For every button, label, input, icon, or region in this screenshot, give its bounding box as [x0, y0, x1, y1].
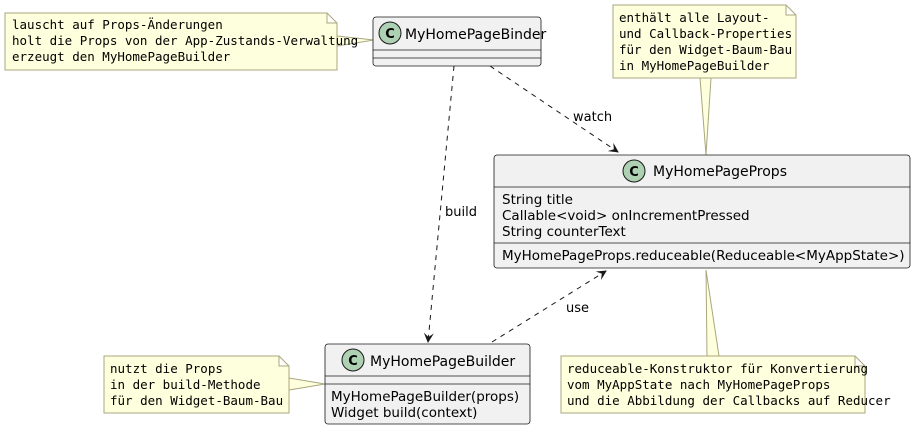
note-reducer-line-2: vom MyAppState nach MyHomePageProps: [567, 377, 830, 392]
class-my-home-page-props[interactable]: C MyHomePageProps String title Callable<…: [493, 154, 911, 269]
note-props-line-2: und Callback-Properties: [619, 26, 792, 41]
edge-use-label: use: [566, 301, 589, 316]
class-binder-box: [372, 16, 542, 67]
note-builder-line-2: in der build-Methode: [110, 377, 261, 392]
note-reducer: reduceable-Konstruktor für Konvertierung…: [560, 269, 891, 414]
class-props-method-1: MyHomePageProps.reduceable(Reduceable<My…: [502, 248, 905, 264]
note-binder: lauscht auf Props-Änderungen holt die Pr…: [4, 12, 375, 71]
edge-build: build: [423, 65, 477, 343]
class-my-home-page-builder[interactable]: C MyHomePageBuilder MyHomePageBuilder(pr…: [324, 343, 531, 425]
class-builder-method-1: MyHomePageBuilder(props): [331, 389, 519, 405]
note-binder-line-1: lauscht auf Props-Änderungen: [12, 17, 223, 32]
note-builder-line-1: nutzt die Props: [110, 361, 223, 376]
edge-use: use: [491, 270, 607, 343]
note-binder-line-3: erzeugt den MyHomePageBuilder: [12, 49, 231, 64]
note-props-line-3: für den Widget-Baum-Bau: [619, 42, 792, 57]
class-c-icon-letter: C: [629, 165, 639, 180]
note-binder-line-2: holt die Props von der App-Zustands-Verw…: [12, 33, 358, 48]
note-props-connector: [699, 77, 712, 156]
note-reducer-connector: [705, 269, 720, 357]
edge-watch-label: watch: [573, 110, 612, 125]
class-c-icon: [341, 348, 365, 372]
class-c-icon: [622, 159, 646, 183]
note-props: enthält alle Layout- und Callback-Proper…: [612, 4, 797, 156]
note-builder: nutzt die Props in der build-Methode für…: [103, 355, 326, 414]
note-builder-connector: [288, 377, 326, 391]
class-props-field-3: String counterText: [502, 224, 626, 240]
note-reducer-line-3: und die Abbildung der Callbacks auf Redu…: [567, 393, 891, 408]
class-builder-method-2: Widget build(context): [331, 405, 477, 421]
class-builder-name: MyHomePageBuilder: [370, 354, 515, 370]
note-reducer-line-1: reduceable-Konstruktor für Konvertierung: [567, 361, 868, 376]
edge-use-line: [491, 270, 607, 343]
class-props-field-2: Callable<void> onIncrementPressed: [502, 208, 750, 224]
note-props-line-4: in MyHomePageBuilder: [619, 58, 770, 73]
class-props-name: MyHomePageProps: [653, 164, 787, 180]
note-builder-line-3: für den Widget-Baum-Bau: [110, 393, 283, 408]
class-props-field-1: String title: [502, 192, 573, 208]
note-binder-connector: [336, 35, 375, 47]
note-props-line-1: enthält alle Layout-: [619, 10, 770, 25]
note-props-shape: [612, 4, 797, 79]
class-binder-name: MyHomePageBinder: [405, 27, 546, 43]
class-props-box: [493, 154, 911, 269]
class-my-home-page-binder[interactable]: C MyHomePageBinder: [372, 16, 546, 67]
class-c-icon-letter: C: [348, 354, 358, 369]
edge-watch-line: [489, 65, 619, 153]
class-c-icon: [378, 21, 402, 45]
class-c-icon-letter: C: [385, 27, 395, 42]
edge-build-line: [423, 65, 455, 343]
edge-build-label: build: [445, 205, 477, 220]
note-reducer-shape: [560, 355, 866, 414]
edge-watch: watch: [489, 65, 619, 153]
note-builder-shape: [103, 355, 290, 414]
